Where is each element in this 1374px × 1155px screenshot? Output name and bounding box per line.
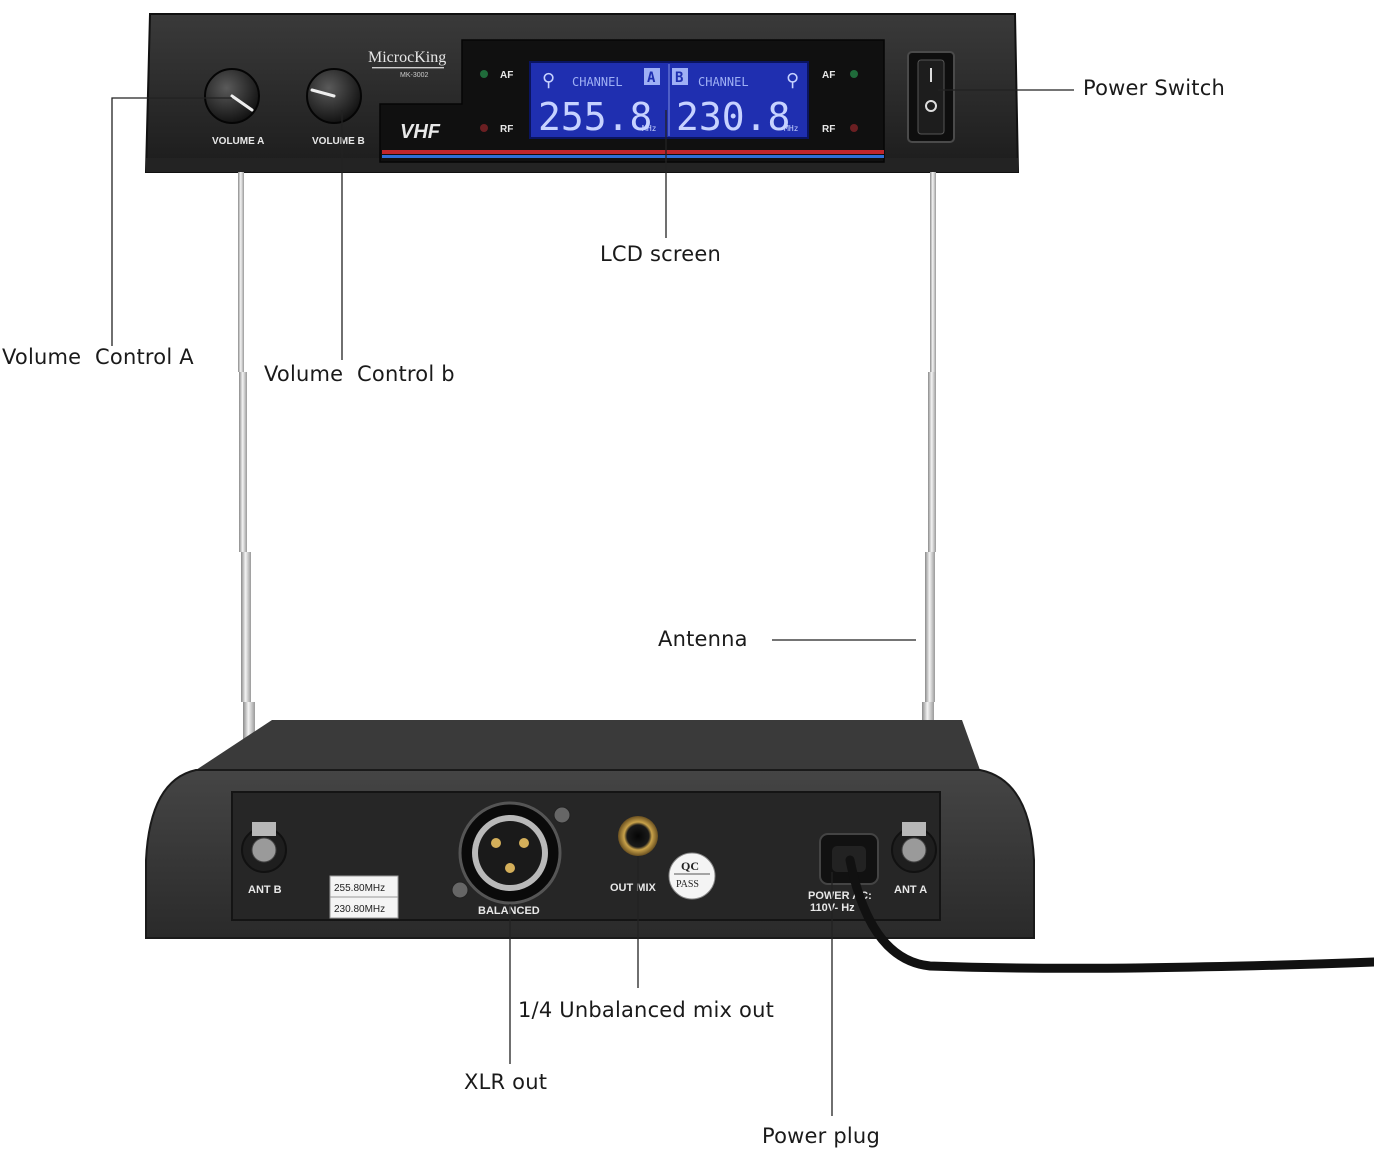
lcd-channel-b-word: CHANNEL <box>698 75 749 89</box>
model-label: MK-3002 <box>400 72 429 79</box>
rf-label-b: RF <box>822 124 835 135</box>
leader-volume-a <box>111 97 232 346</box>
power-cable <box>845 855 1374 973</box>
ant-a-label: ANT A <box>894 884 927 896</box>
xlr-jack <box>451 801 571 905</box>
mic-icon-a: ⚲ <box>542 70 555 91</box>
mic-icon-b: ⚲ <box>786 70 799 91</box>
lcd-freq-a: 255.8 <box>538 95 652 139</box>
antenna-b <box>238 172 255 830</box>
sticker-freq-1: 255.80MHz <box>334 883 385 894</box>
volume-a-knob[interactable] <box>204 68 260 124</box>
blue-accent-stripe <box>382 155 884 158</box>
af-label-a: AF <box>500 70 513 81</box>
antenna-a-connector <box>891 822 937 873</box>
rf-led-a <box>480 124 488 132</box>
lcd-freq-b: 230.8 <box>676 95 790 139</box>
sticker-freq-2: 230.80MHz <box>334 904 385 915</box>
lcd-screen <box>529 61 809 139</box>
lcd-channel-b: B <box>675 70 683 86</box>
lcd-unit-a: MHz <box>642 124 657 133</box>
qc-pass-sticker <box>668 852 716 900</box>
callout-volume-b: Volume Control b <box>264 362 455 386</box>
lcd-channel-a-word: CHANNEL <box>572 75 623 89</box>
af-led-a <box>480 70 488 78</box>
callout-xlr: XLR out <box>464 1070 548 1094</box>
lcd-channel-a-box <box>644 68 660 85</box>
lcd-channel-a: A <box>647 70 656 86</box>
brand-underline <box>372 67 444 69</box>
frequency-sticker <box>329 875 399 919</box>
rf-label-a: RF <box>500 124 513 135</box>
balanced-label: BALANCED <box>478 905 540 917</box>
callout-power-plug: Power plug <box>762 1124 880 1148</box>
pass-label: PASS <box>676 879 699 890</box>
brand-logo: MicrocKing <box>368 49 446 66</box>
callout-unbalanced: 1/4 Unbalanced mix out <box>518 998 775 1022</box>
out-mix-label: OUT MIX <box>610 882 656 894</box>
callout-volume-a: Volume Control A <box>2 345 194 369</box>
callout-lcd-screen: LCD screen <box>600 242 722 266</box>
lcd-unit-b: MHz <box>784 124 799 133</box>
quarter-inch-jack <box>618 816 658 856</box>
red-accent-stripe <box>382 150 884 154</box>
band-label: VHF <box>400 121 441 143</box>
antenna-b-connector <box>241 822 287 873</box>
power-switch[interactable] <box>907 51 955 143</box>
volume-b-knob[interactable] <box>306 68 362 124</box>
rear-housing <box>145 720 1035 939</box>
callout-antenna: Antenna <box>658 627 748 651</box>
af-led-b <box>850 70 858 78</box>
qc-label: QC <box>681 859 699 873</box>
af-label-b: AF <box>822 70 835 81</box>
volume-a-label: VOLUME A <box>212 136 264 147</box>
volume-b-label: VOLUME B <box>312 136 365 147</box>
ant-b-label: ANT B <box>248 884 282 896</box>
rf-led-b <box>850 124 858 132</box>
callout-power-switch: Power Switch <box>1083 76 1225 100</box>
lcd-channel-b-box <box>672 68 688 85</box>
